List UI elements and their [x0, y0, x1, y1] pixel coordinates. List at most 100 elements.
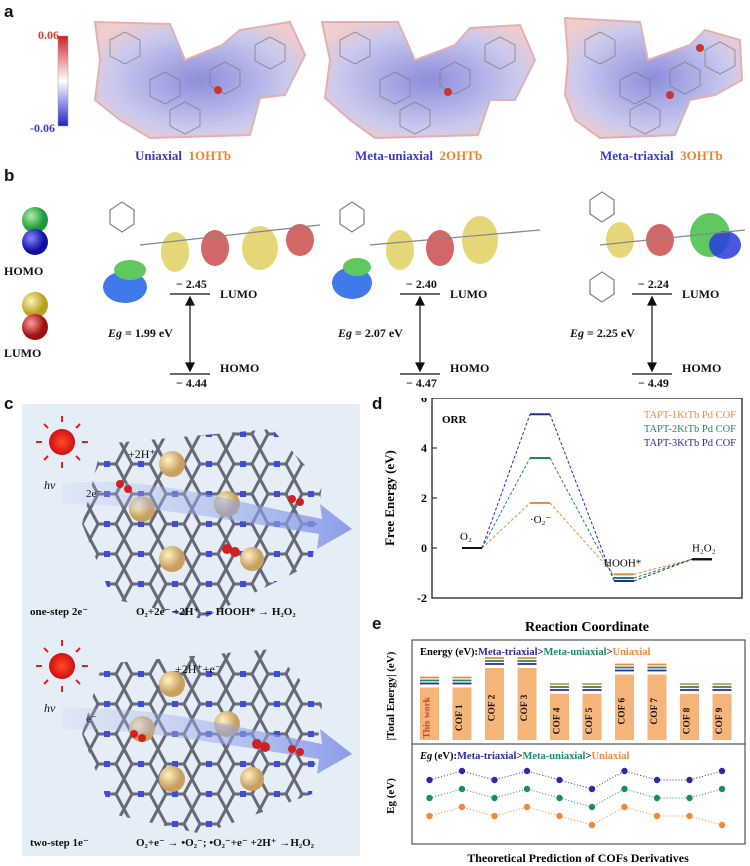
panel-b-graphic	[22, 191, 746, 375]
energy-bar	[485, 668, 504, 740]
lumo-value-3: − 2.24	[638, 277, 669, 291]
eg-2: Eg = 2.07 eV	[338, 326, 403, 340]
lumo-value-2: − 2.40	[406, 277, 437, 291]
bar-label: COF 1	[455, 704, 465, 731]
bar-label: COF 8	[683, 707, 693, 734]
colorbar	[57, 35, 69, 127]
eg-point	[653, 776, 661, 784]
eg-point	[556, 812, 563, 820]
chart-d-title: ORR	[442, 414, 468, 426]
eg-point	[523, 767, 531, 775]
eg-ylabel: Eg (eV)	[385, 778, 397, 814]
panel-a-label: a	[4, 2, 14, 21]
connector	[549, 414, 615, 582]
h-label-bottom: +2H⁺+e⁻	[175, 662, 222, 676]
eg-point	[426, 776, 433, 784]
eg-point	[556, 794, 563, 802]
panel-d-label: d	[372, 394, 383, 413]
lumo-value-1: − 2.45	[176, 277, 207, 291]
eg-point	[621, 785, 628, 793]
energy-bar	[615, 674, 634, 740]
ytick-label: -2	[417, 591, 427, 605]
panel-e-label: e	[372, 614, 382, 633]
caption-top-left: one-step 2e⁻	[30, 606, 89, 618]
energy-bar	[647, 674, 667, 740]
bar-label: COF 4	[553, 707, 563, 734]
homo-label-3: HOMO	[682, 361, 722, 375]
eg-point	[588, 785, 596, 793]
eg-line	[429, 788, 723, 808]
mol-label-3: Meta-triaxial 3OHTb	[600, 148, 723, 163]
connector	[633, 558, 693, 582]
connector	[549, 457, 615, 579]
energy-ylabel: |Total Energy| (eV)	[385, 651, 397, 740]
homo-value-1: − 4.44	[176, 376, 207, 390]
eg-point	[426, 812, 433, 820]
energy-bar	[712, 694, 732, 740]
eg-point	[621, 803, 628, 811]
connector	[633, 558, 693, 575]
colorbar-min: -0.06	[30, 121, 55, 135]
legend-entry: TAPT-3KtTb Pd COF	[644, 438, 736, 449]
prediction-chart: |Total Energy| (eV) Eg (eV) This work COF…	[385, 639, 746, 865]
eg-point	[523, 803, 531, 811]
e-label-top: 2e⁻	[86, 488, 103, 500]
panel-a-graphic	[57, 16, 744, 140]
legend-homo: HOMO	[4, 264, 44, 278]
lumo-lobe-red	[22, 314, 48, 340]
chart-d-ylabel: Free Energy (eV)	[382, 450, 397, 546]
connector	[481, 502, 531, 549]
eg-point	[621, 767, 628, 775]
eg-point	[426, 794, 433, 802]
colorbar-max: 0.06	[38, 28, 59, 42]
sun-icon-bottom	[49, 653, 75, 679]
eg-point	[556, 776, 563, 784]
h-label-top: +2H⁺	[128, 447, 156, 461]
eg-frame	[411, 743, 746, 845]
eg-point	[523, 785, 531, 793]
orbital-sketch-2	[332, 216, 498, 299]
eg-order-text: Eg(eV):Meta-triaxial>Meta-uniaxial>Uniax…	[419, 751, 629, 762]
panel-e-footer: Theoretical Prediction of COFs Derivativ…	[467, 851, 689, 865]
bar-label: This work	[423, 696, 433, 738]
eg-point	[491, 794, 498, 802]
orbital-sketch-3	[606, 213, 741, 259]
bar-label: COF 7	[650, 698, 660, 725]
homo-value-2: − 4.47	[406, 376, 437, 390]
molecule-bonds-b	[109, 191, 746, 303]
sun-icon-top	[49, 429, 75, 455]
caption-bottom-left: two-step 1e⁻	[30, 837, 89, 849]
energy-bar	[550, 694, 569, 740]
connector	[481, 414, 531, 549]
legend-lumo: LUMO	[4, 346, 42, 360]
energy-order-text: Energy (eV):Meta-triaxial>Meta-uniaxial>…	[420, 647, 650, 658]
eg-point	[718, 785, 726, 793]
ytick-label: 6	[421, 398, 427, 405]
eg-point	[686, 794, 693, 802]
eg-3: Eg = 2.25 eV	[570, 326, 635, 340]
chart-d-xlabel: Reaction Coordinate	[525, 620, 649, 633]
orbital-sketch-1	[103, 224, 314, 303]
eg-point	[458, 785, 466, 793]
connector	[549, 502, 615, 575]
ytick-label: 4	[421, 441, 427, 455]
state-label: H₂O₂	[692, 542, 716, 554]
eg-line	[429, 806, 723, 826]
homo-label-1: HOMO	[220, 361, 260, 375]
lumo-label-3: LUMO	[682, 287, 720, 301]
eg-point	[653, 812, 661, 820]
e-label-bottom: e⁻	[86, 713, 97, 725]
caption-top-right: O₂+2e⁻ +2H⁺ → HOOH* → H₂O₂	[136, 606, 296, 618]
ytick-label: 2	[421, 491, 427, 505]
eg-point	[491, 812, 498, 820]
bar-label: COF 6	[618, 698, 628, 725]
energy-bar	[517, 668, 537, 740]
eg-1: Eg = 1.99 eV	[108, 326, 173, 340]
eg-point	[588, 821, 596, 829]
eg-point	[653, 794, 661, 802]
bar-label: COF 9	[715, 707, 725, 734]
panel-c-graphic	[36, 416, 352, 834]
lumo-label-2: LUMO	[450, 287, 488, 301]
molecule-skeletons	[109, 31, 736, 135]
caption-bottom-right: O₂+e⁻ → •O₂⁻; •O₂⁻+e⁻ +2H⁺ →H₂O₂	[136, 837, 315, 849]
